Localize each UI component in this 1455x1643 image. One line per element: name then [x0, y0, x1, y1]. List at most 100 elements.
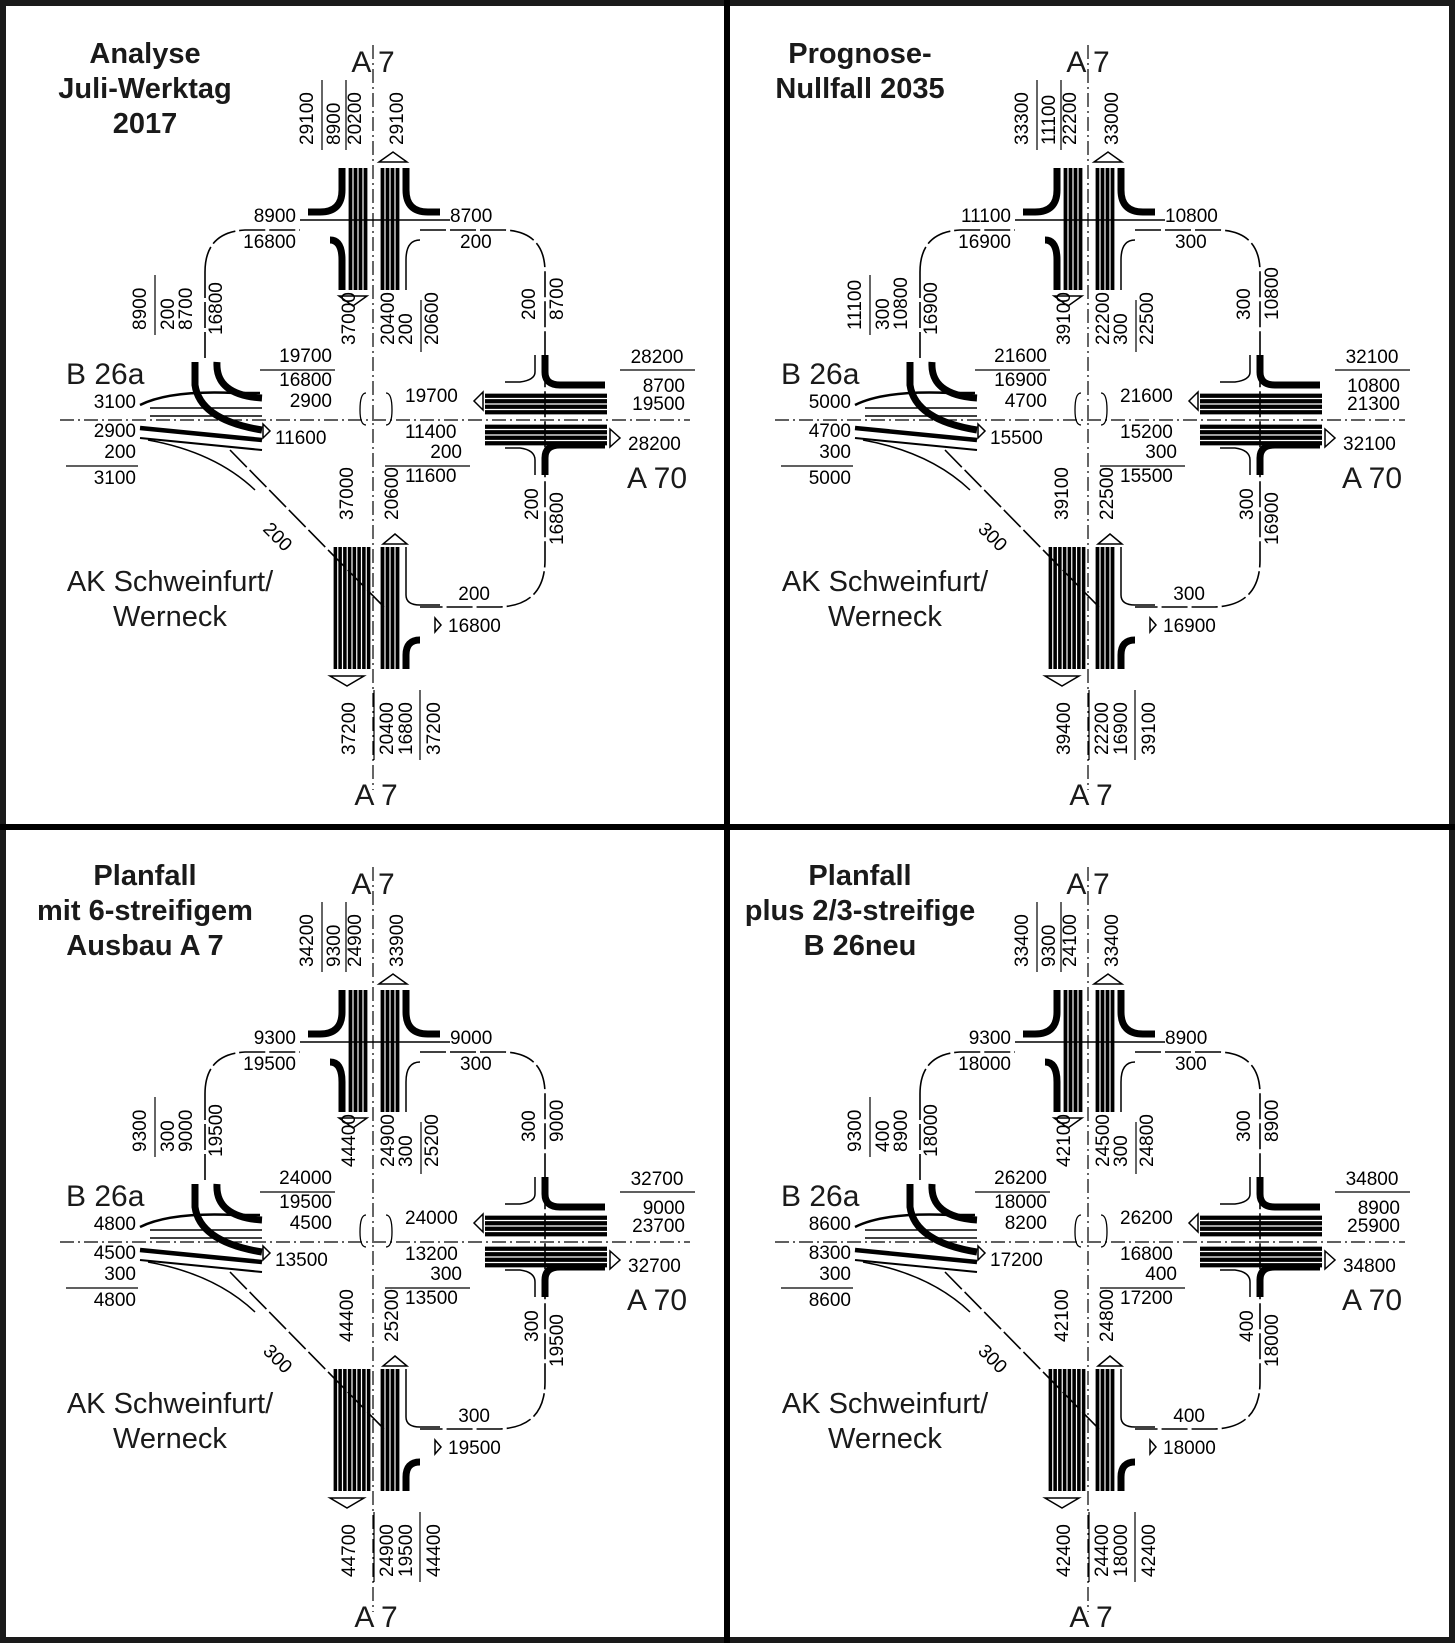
centre-east-c: 300 — [430, 1264, 462, 1285]
place-label-line-2: Werneck — [828, 601, 942, 633]
panel-title-line-2: mit 6-streifigem — [37, 895, 253, 927]
road-label-a7-south: A 7 — [1069, 1601, 1112, 1634]
a7-south-northbound-lanes — [380, 547, 400, 669]
north-exit-right-ramp — [308, 168, 346, 216]
b26-vertical-b: 8700 — [176, 288, 197, 330]
a7-north-southbound-lanes — [1063, 990, 1083, 1112]
b26-west-total: 4800 — [94, 1290, 136, 1311]
a7-south-out-arrow — [380, 533, 410, 545]
a7-north-right-turn: 9300 — [1039, 925, 1060, 967]
ramp-nw-top-value: 8900 — [254, 206, 296, 227]
se-in-arrow — [434, 1437, 442, 1457]
north-exit-left-ramp — [1117, 168, 1155, 216]
north-exit-left-ramp — [402, 168, 440, 216]
a70-east-total-out: 32700 — [628, 1256, 681, 1277]
a70-north-ramp-b: 9000 — [547, 1100, 568, 1142]
a7-centre-south-total: 42100 — [1054, 1114, 1075, 1167]
centre-left-bracket — [359, 392, 367, 426]
a70-east-total-in: 32100 — [1346, 347, 1399, 368]
north-entry-right-line — [1120, 1061, 1136, 1112]
a70-bottom-left-line — [505, 447, 536, 475]
b26-in-arrow — [977, 422, 987, 440]
a7-north-northbound-lanes — [1095, 990, 1115, 1112]
centre-east-top: 19700 — [405, 386, 458, 407]
a7-centre-south-total: 39100 — [1054, 292, 1075, 345]
a7-south-in-arrow — [1042, 1497, 1082, 1509]
b26-ramp-right — [213, 1183, 263, 1224]
a7-south-exit-line — [1120, 1369, 1155, 1428]
a70-east-total-out: 28200 — [628, 434, 681, 455]
a70-north-ramp-a: 300 — [1234, 1110, 1255, 1142]
centre-west-mid: 18000 — [994, 1192, 1047, 1213]
a70-north-ramp-a: 200 — [519, 288, 540, 320]
ramp-nw-top-value: 11100 — [961, 206, 1011, 227]
a70-east-total-in: 28200 — [631, 347, 684, 368]
a7-south-bottom-a: 20400 — [377, 702, 398, 755]
b26-entry-thick — [139, 1247, 263, 1265]
a7-south-bottom-a: 22200 — [1092, 702, 1113, 755]
a7-south-exit-line — [405, 547, 440, 606]
a7-centre-south-total: 44400 — [339, 1114, 360, 1167]
a70-east-c: 23700 — [632, 1216, 685, 1237]
ramp-northwest — [204, 229, 300, 273]
place-label-line-1: AK Schweinfurt/ — [67, 1388, 274, 1420]
north-in-arrow — [336, 295, 370, 307]
a70-north-ramp-b: 10800 — [1262, 267, 1283, 320]
a7-south-total-in: 37000 — [337, 467, 358, 520]
panel-title-line-1: Planfall — [808, 860, 911, 892]
a7-north-northbound-lanes — [380, 990, 400, 1112]
ramp-nw-bottom-value: 16800 — [243, 232, 296, 253]
a7-south-bottom-b: 16900 — [1111, 702, 1132, 755]
b26-west-out: 4800 — [94, 1214, 136, 1235]
a7-centre-c: 25200 — [422, 1114, 443, 1167]
centre-west-bot: 4500 — [290, 1213, 332, 1234]
panel-title-line-1: Prognose- — [788, 38, 931, 70]
a7-north-through: 24100 — [1060, 914, 1081, 967]
centre-west-mid: 16900 — [994, 370, 1047, 391]
centre-east-c: 200 — [430, 442, 462, 463]
diagonal-value: 300 — [973, 519, 1010, 556]
road-label-a70: A 70 — [1342, 1284, 1402, 1317]
ramp-ne-bottom-value: 200 — [460, 232, 492, 253]
b26-vertical-total: 11100 — [845, 280, 866, 330]
north-entry-ramp — [1044, 1058, 1061, 1112]
ramp-se-top-value: 200 — [458, 584, 490, 605]
b26-southwest-curve — [862, 439, 971, 491]
centre-east-mid: 15200 — [1120, 422, 1173, 443]
b26-entry-thick — [139, 425, 263, 443]
a70-north-ramp-a: 300 — [519, 1110, 540, 1142]
north-entry-right-line — [405, 1061, 421, 1112]
a70-south-ramp-a: 400 — [1237, 1310, 1258, 1342]
b26-vertical-a: 300 — [158, 1120, 179, 1152]
b26-ramp-from-north — [191, 362, 263, 434]
a7-south-total-out: 42400 — [1054, 1524, 1075, 1577]
north-entry-right-line — [405, 239, 421, 290]
b26-west-in: 4500 — [94, 1243, 136, 1264]
a70-east-total-out: 34800 — [1343, 1256, 1396, 1277]
a70-east-c: 19500 — [632, 394, 685, 415]
a7-south-through: 20600 — [382, 467, 403, 520]
b26-entry-thin — [139, 437, 263, 451]
a7-south-exit-line — [405, 1369, 440, 1428]
north-entry-ramp — [329, 1058, 346, 1112]
a7-north-total-out: 33900 — [387, 914, 408, 967]
panel-title-line-1: Planfall — [93, 860, 196, 892]
road-label-a70: A 70 — [1342, 462, 1402, 495]
a70-out-arrow — [1324, 427, 1337, 449]
panel-title-line-2: plus 2/3-streifige — [745, 895, 975, 927]
a70-east-b: 8900 — [1358, 1198, 1400, 1219]
centre-left-bracket — [1074, 392, 1082, 426]
a70-out-arrow — [609, 1249, 622, 1271]
a70-south-ramp-a: 300 — [1237, 488, 1258, 520]
a70-westbound-lanes — [1200, 1215, 1322, 1237]
a70-westbound-lanes — [1200, 393, 1322, 415]
north-entry-ramp — [329, 236, 346, 290]
a7-south-total-in: 44400 — [337, 1289, 358, 1342]
a7-centre-south-total: 37000 — [339, 292, 360, 345]
a70-entry-top — [541, 1177, 605, 1211]
centre-east-d: 13500 — [405, 1288, 458, 1309]
a7-south-entry-ramp — [1117, 636, 1136, 669]
ramp-nw-top-value: 9300 — [254, 1028, 296, 1049]
a7-south-northbound-lanes — [1095, 547, 1115, 669]
